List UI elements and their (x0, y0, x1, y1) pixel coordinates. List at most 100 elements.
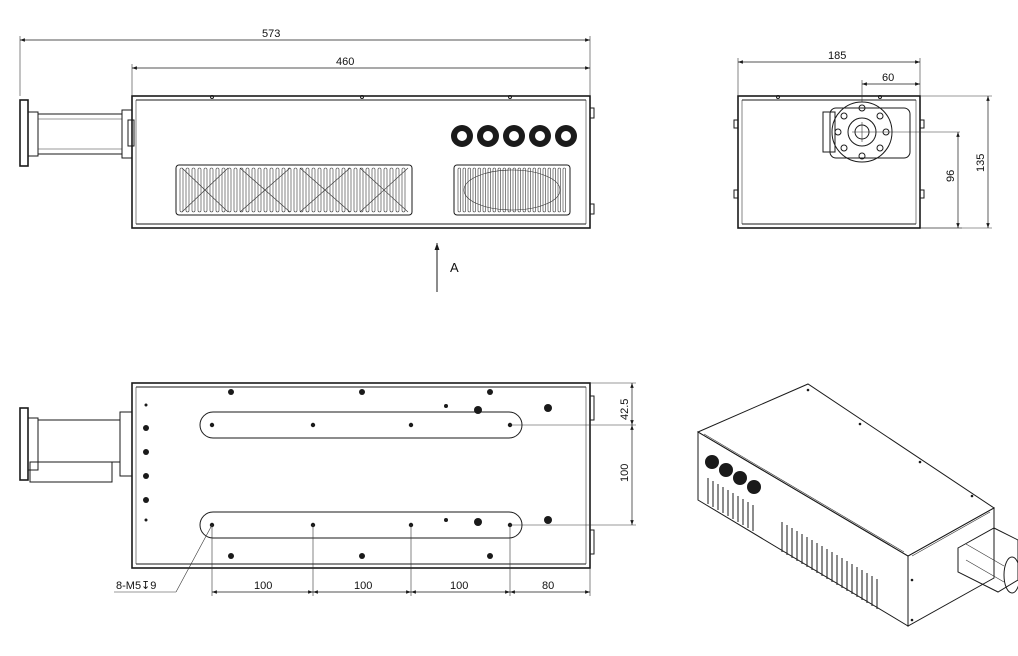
vent-slot (299, 167, 304, 213)
vent-slot (562, 167, 566, 213)
vent-slot (281, 167, 286, 213)
vent-slot (532, 167, 536, 213)
vent-slot (547, 167, 551, 213)
vent-slot (305, 167, 310, 213)
mount-hole (359, 389, 365, 395)
mount-hole (544, 516, 552, 524)
mount-hole (474, 406, 482, 414)
vent-slot (185, 167, 190, 213)
mount-hole (487, 553, 493, 559)
vent-slot (512, 167, 516, 213)
connector-core (535, 131, 545, 141)
mount-hole (143, 473, 149, 479)
hole-callout: 8-M5↧9 (116, 580, 156, 592)
fan-icon (705, 455, 761, 494)
vent-slot (517, 167, 521, 213)
connector-row (451, 125, 577, 147)
vent-slot (329, 167, 334, 213)
mount-hole (444, 404, 448, 408)
vent-slot (203, 167, 208, 213)
vent-slot (497, 167, 501, 213)
vent-slot (359, 167, 364, 213)
dim-hole-pitch-1-label: 100 (254, 580, 272, 592)
connector-core (457, 131, 467, 141)
view-arrow-label: A (450, 260, 459, 275)
mount-hole (487, 389, 493, 395)
vent-slot (245, 167, 250, 213)
dim-slot-offset-label: 42.5 (619, 399, 631, 420)
vent-slot (275, 167, 280, 213)
end-view: 185 60 135 96 (733, 50, 992, 229)
vent-slot (537, 167, 541, 213)
vent-slot (482, 167, 486, 213)
vent-grille-iso-left (707, 478, 754, 531)
mount-hole (310, 422, 316, 428)
vent-slot (311, 167, 316, 213)
vent-slot (209, 167, 214, 213)
vent-slot (383, 167, 388, 213)
vent-slot (293, 167, 298, 213)
mount-hole (143, 497, 149, 503)
vent-slot (395, 167, 400, 213)
vent-slot (353, 167, 358, 213)
dim-slot-spacing-label: 100 (619, 464, 631, 482)
vent-slot (233, 167, 238, 213)
mount-hole (474, 518, 482, 526)
vent-slot (492, 167, 496, 213)
mounting-slot-bottom (199, 511, 523, 539)
vent-slot (401, 167, 406, 213)
vent-slot (472, 167, 476, 213)
vent-slot (317, 167, 322, 213)
vent-slot (467, 167, 471, 213)
vent-grille-iso-right (781, 522, 878, 609)
vent-slot (347, 167, 352, 213)
vent-slot (371, 167, 376, 213)
mount-hole (209, 422, 215, 428)
mounting-slot-top (199, 411, 523, 439)
vent-slot (557, 167, 561, 213)
vent-slot (477, 167, 481, 213)
vent-slot (227, 167, 232, 213)
dim-height-total-label: 135 (975, 154, 987, 172)
vent-slot (462, 167, 466, 213)
flange-face (822, 101, 960, 163)
dim-overall-length-label: 573 (262, 28, 280, 40)
bottom-view: 42.5 100 100 100 100 80 8-M5↧9 (19, 382, 636, 596)
vent-slot (502, 167, 506, 213)
vent-slot (191, 167, 196, 213)
vent-slot (179, 167, 184, 213)
dim-body-length-label: 460 (336, 56, 354, 68)
vent-slot (269, 167, 274, 213)
vent-slot (323, 167, 328, 213)
connector-core (483, 131, 493, 141)
vent-slot (221, 167, 226, 213)
fan-icon (181, 167, 409, 213)
vent-slot (542, 167, 546, 213)
vent-slot (457, 167, 461, 213)
vent-slot (341, 167, 346, 213)
vent-slot (287, 167, 292, 213)
vent-slot (239, 167, 244, 213)
dim-hole-pitch-3-label: 100 (450, 580, 468, 592)
front-view: A 573 460 (19, 28, 595, 292)
dim-end-width-label: 185 (828, 50, 846, 62)
connector-core (561, 131, 571, 141)
vent-slot (507, 167, 511, 213)
vent-slot (365, 167, 370, 213)
vent-slot (552, 167, 556, 213)
vent-slot (257, 167, 262, 213)
dim-flange-offset-label: 60 (882, 72, 894, 84)
mount-hole (544, 404, 552, 412)
mount-hole (408, 422, 414, 428)
vent-slot (389, 167, 394, 213)
mount-hole (144, 403, 148, 407)
mount-holes (143, 389, 552, 559)
mount-hole (228, 389, 234, 395)
vent-slot (263, 167, 268, 213)
mount-hole (228, 553, 234, 559)
dim-hole-edge-label: 80 (542, 580, 554, 592)
connector-core (509, 131, 519, 141)
mount-hole (144, 518, 148, 522)
isometric-view (696, 383, 1018, 627)
